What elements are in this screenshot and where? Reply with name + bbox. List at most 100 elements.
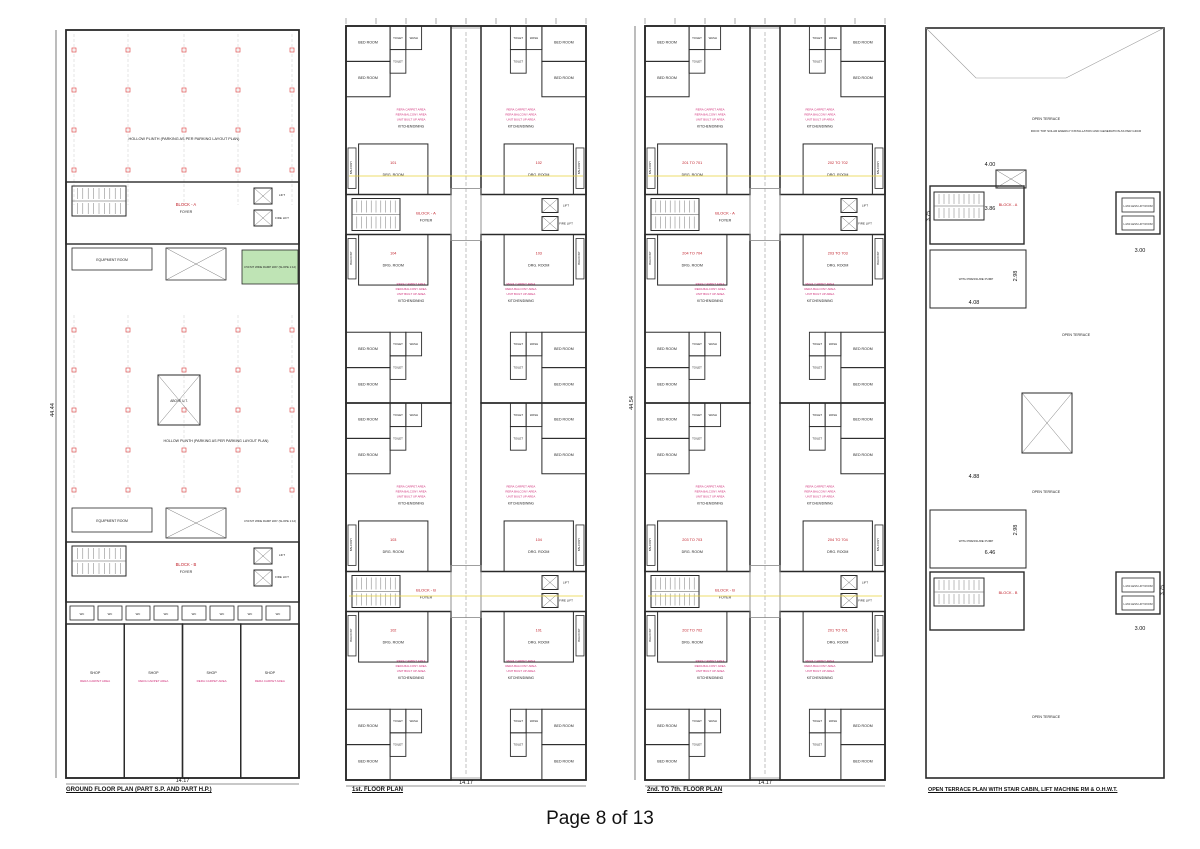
pump-label: WITH PRESSURE PUMP bbox=[959, 539, 994, 543]
bedroom-wall bbox=[541, 437, 587, 475]
drawing-room-label: DRG. ROOM bbox=[827, 173, 848, 177]
drawing-room-wall bbox=[503, 520, 574, 573]
toilet-label: TOILET bbox=[812, 36, 822, 40]
toilet-wall bbox=[688, 355, 706, 380]
equipment-room-label: EQUIPMENT ROOM bbox=[96, 258, 128, 262]
wash-label: WASH bbox=[410, 36, 418, 40]
bedroom-wall bbox=[840, 437, 886, 475]
bedroom-label: BED ROOM bbox=[554, 347, 574, 351]
ramp-area bbox=[241, 249, 299, 285]
drawing-room-label: DRG. ROOM bbox=[383, 173, 404, 177]
bedroom-wall bbox=[541, 744, 587, 781]
rera-area-label: UNIT BUILT UP AREA bbox=[696, 117, 725, 121]
ramp-cross bbox=[165, 507, 227, 539]
toilet-label: TOILET bbox=[692, 743, 702, 747]
flat-number: 103 bbox=[390, 538, 396, 542]
balcony-label: BALCONY bbox=[577, 628, 581, 642]
flat-number: 203 TO 703 bbox=[828, 252, 848, 256]
flat-number: 204 TO 704 bbox=[828, 538, 848, 542]
lift-outline bbox=[840, 575, 858, 590]
toilet-label: TOILET bbox=[812, 719, 822, 723]
flat-number: 102 bbox=[390, 629, 396, 633]
kitchen-label: KITCHEN/DINING bbox=[398, 676, 425, 680]
fire-lift-label: FIRE LIFT bbox=[275, 216, 289, 220]
toilet-label: TOILET bbox=[393, 436, 403, 440]
fire-lift-label: FIRE LIFT bbox=[559, 222, 573, 226]
kitchen-label: KITCHEN/DINING bbox=[697, 501, 724, 505]
flat-number: 104 bbox=[536, 538, 542, 542]
ugt-cross bbox=[157, 374, 201, 426]
balcony-wall bbox=[575, 238, 585, 280]
lift-label: LIFT bbox=[563, 204, 569, 208]
foyer-label: FOYER bbox=[719, 596, 732, 600]
kitchen-label: KITCHEN/DINING bbox=[398, 124, 425, 128]
drawing-room-wall bbox=[802, 234, 873, 286]
dimension-label: 14.17 bbox=[758, 780, 772, 786]
wash-label: WASH bbox=[530, 719, 538, 723]
lift-outline bbox=[541, 593, 559, 608]
rera-area-label: RERA BALCONY AREA bbox=[695, 489, 726, 493]
lift-room-wall bbox=[1121, 197, 1155, 213]
stair-cabin-outline bbox=[929, 185, 1025, 245]
bedroom-label: BED ROOM bbox=[657, 453, 677, 457]
rera-area-label: UNIT BUILT UP AREA bbox=[507, 669, 536, 673]
ugt-label: ABOVE U.T. bbox=[170, 399, 188, 403]
lift-cross bbox=[541, 198, 559, 213]
wash-wall bbox=[824, 402, 842, 428]
core-outline bbox=[65, 541, 300, 603]
balcony-wall bbox=[347, 238, 357, 280]
wc-label: WC bbox=[136, 612, 141, 616]
balcony-wall bbox=[347, 524, 357, 566]
bedroom-label: BED ROOM bbox=[358, 41, 378, 45]
lift-label: LIFT bbox=[563, 581, 569, 585]
wc-label: WC bbox=[220, 612, 225, 616]
wash-wall bbox=[405, 331, 423, 357]
toilet-label: TOILET bbox=[513, 436, 523, 440]
wash-label: WASH bbox=[530, 413, 538, 417]
lift-shaft bbox=[840, 575, 858, 590]
ramp-cross bbox=[165, 247, 227, 281]
rera-area-label: UNIT BUILT UP AREA bbox=[696, 292, 725, 296]
wash-label: WASH bbox=[410, 719, 418, 723]
shop-label: SHOP bbox=[148, 671, 159, 675]
staircase bbox=[351, 198, 401, 231]
wash-label: WASH bbox=[530, 342, 538, 346]
bedroom-wall bbox=[644, 744, 690, 781]
toilet-label: TOILET bbox=[513, 743, 523, 747]
toilet-label: TOILET bbox=[692, 59, 702, 63]
dimension-label: 2.98 bbox=[1013, 525, 1019, 536]
toilet-wall bbox=[509, 49, 527, 74]
lift-cross bbox=[840, 198, 858, 213]
rera-area-label: RERA CARPET AREA bbox=[397, 282, 426, 286]
bedroom-label: BED ROOM bbox=[358, 76, 378, 80]
wash-label: WASH bbox=[709, 413, 717, 417]
kitchen-label: KITCHEN/DINING bbox=[807, 299, 834, 303]
wc-label: WC bbox=[164, 612, 169, 616]
dimension-label: 14.17 bbox=[459, 780, 473, 786]
block-label: BLOCK - A bbox=[715, 211, 735, 216]
drawing-room-wall bbox=[802, 143, 873, 195]
bedroom-label: BED ROOM bbox=[657, 347, 677, 351]
typical-floor-plan-title: 2nd. TO 7th. FLOOR PLAN bbox=[647, 787, 723, 793]
lift-outline bbox=[541, 216, 559, 231]
bedroom-wall bbox=[644, 437, 690, 475]
lift-label: LIFT bbox=[862, 581, 868, 585]
balcony-wall bbox=[646, 524, 656, 566]
kitchen-label: KITCHEN/DINING bbox=[807, 124, 834, 128]
rera-area-label: RERA BALCONY AREA bbox=[505, 112, 536, 116]
fire-lift-shaft bbox=[253, 569, 273, 587]
bedroom-wall bbox=[840, 744, 886, 781]
rera-area-label: RERA BALCONY AREA bbox=[505, 489, 536, 493]
wc-wall bbox=[237, 605, 263, 621]
core-outline bbox=[65, 181, 300, 245]
balcony-label: BALCONY bbox=[648, 538, 652, 552]
ground-floor-plan: HOLLOW PLINTH (PARKING AS PER PARKING LA… bbox=[50, 29, 300, 785]
toilet-label: TOILET bbox=[393, 719, 403, 723]
wc-wall bbox=[125, 605, 151, 621]
dimension-label: 4.08 bbox=[969, 300, 980, 306]
bedroom-label: BED ROOM bbox=[657, 418, 677, 422]
first-floor-plan-title: 1st. FLOOR PLAN bbox=[352, 787, 404, 793]
lift-cross bbox=[541, 575, 559, 590]
